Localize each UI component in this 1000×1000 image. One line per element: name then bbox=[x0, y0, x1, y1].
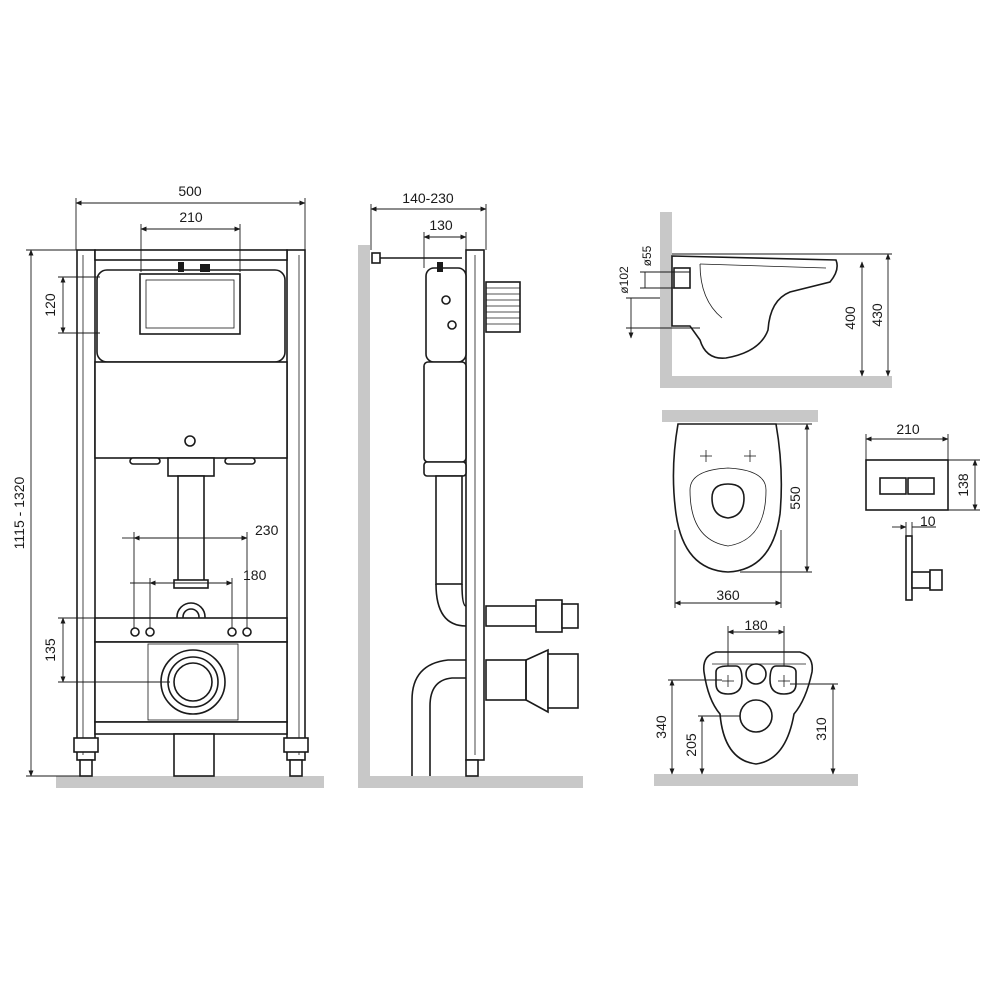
dim-pipe-102: ø102 bbox=[617, 266, 631, 294]
dim-rear-310: 310 bbox=[813, 717, 829, 741]
dim-rear-205: 205 bbox=[683, 733, 699, 757]
bowl-floor bbox=[660, 376, 892, 388]
flush-plate bbox=[865, 459, 949, 511]
bolt-rail bbox=[94, 617, 288, 643]
left-foot bbox=[79, 759, 93, 777]
side-flush-pipe bbox=[435, 475, 463, 585]
bowl-side-view: ø55 ø102 400 430 bbox=[617, 212, 892, 388]
side-wall bbox=[358, 245, 370, 776]
side-floor bbox=[358, 776, 583, 788]
flush-plate-view: 210 138 10 bbox=[865, 421, 980, 601]
flush-outlet bbox=[167, 457, 215, 477]
bowl-wall bbox=[660, 212, 672, 376]
corrugated-connector bbox=[485, 281, 521, 333]
dim-plate-width: 210 bbox=[896, 421, 920, 437]
dim-plate-height: 138 bbox=[955, 473, 971, 497]
cistern-body bbox=[94, 361, 288, 459]
top-rail bbox=[94, 249, 288, 261]
side-drain-pipe bbox=[411, 659, 466, 776]
dim-depth-min: 130 bbox=[429, 217, 453, 233]
dim-depth-range: 140-230 bbox=[402, 190, 454, 206]
dim-plate-depth: 10 bbox=[920, 513, 936, 529]
bowl-rear bbox=[702, 651, 814, 765]
side-pipe-bend bbox=[435, 583, 467, 627]
bowl-rear-view: 180 340 205 310 bbox=[653, 617, 858, 786]
rear-bolt-right bbox=[769, 665, 797, 695]
flush-pipe bbox=[177, 475, 205, 585]
dim-bolt-outer: 230 bbox=[255, 522, 279, 538]
bolt-hole bbox=[227, 627, 237, 637]
dim-button-width: 210 bbox=[179, 209, 203, 225]
bolt-hole bbox=[145, 627, 155, 637]
flush-button-right bbox=[907, 477, 935, 495]
drain-connector bbox=[485, 659, 527, 701]
bolt-hole bbox=[130, 627, 140, 637]
front-view: 500 210 1115 - 1320 120 230 180 135 bbox=[11, 183, 324, 788]
left-upright bbox=[76, 249, 96, 761]
dim-pipe-55: ø55 bbox=[640, 245, 654, 266]
flush-opening bbox=[139, 273, 241, 335]
bowl-top bbox=[672, 423, 783, 573]
dim-bowl-length: 550 bbox=[787, 486, 803, 510]
dim-drain-height: 135 bbox=[42, 638, 58, 662]
bowl-opening bbox=[711, 483, 745, 519]
dim-bowl-width: 360 bbox=[716, 587, 740, 603]
flush-button-left bbox=[879, 477, 907, 495]
rear-bolt-left bbox=[715, 665, 743, 695]
dim-bowl-430: 430 bbox=[869, 303, 885, 327]
flush-plate-side bbox=[905, 535, 913, 601]
dim-top-offset: 120 bbox=[42, 293, 58, 317]
flush-connector bbox=[485, 605, 537, 627]
dim-height-range: 1115 - 1320 bbox=[11, 476, 27, 549]
side-view: 140-230 130 bbox=[358, 190, 583, 788]
dim-rear-340: 340 bbox=[653, 715, 669, 739]
drain-outlet bbox=[160, 649, 226, 715]
dim-bolt-inner: 180 bbox=[243, 567, 267, 583]
right-upright bbox=[286, 249, 306, 761]
rear-floor bbox=[654, 774, 858, 786]
rear-inlet bbox=[745, 663, 767, 685]
cistern-side bbox=[425, 267, 467, 363]
bowl-top-view: 550 360 bbox=[662, 410, 818, 608]
dim-rear-bolt: 180 bbox=[744, 617, 768, 633]
bolt-hole bbox=[242, 627, 252, 637]
front-floor bbox=[56, 776, 324, 788]
right-foot bbox=[289, 759, 303, 777]
fill-valve-screw bbox=[184, 435, 196, 447]
bottom-rail bbox=[94, 721, 288, 735]
bowl-top-wall bbox=[662, 410, 818, 422]
dim-bowl-400: 400 bbox=[842, 306, 858, 330]
bowl-side bbox=[671, 255, 838, 359]
dim-frame-width: 500 bbox=[178, 183, 202, 199]
